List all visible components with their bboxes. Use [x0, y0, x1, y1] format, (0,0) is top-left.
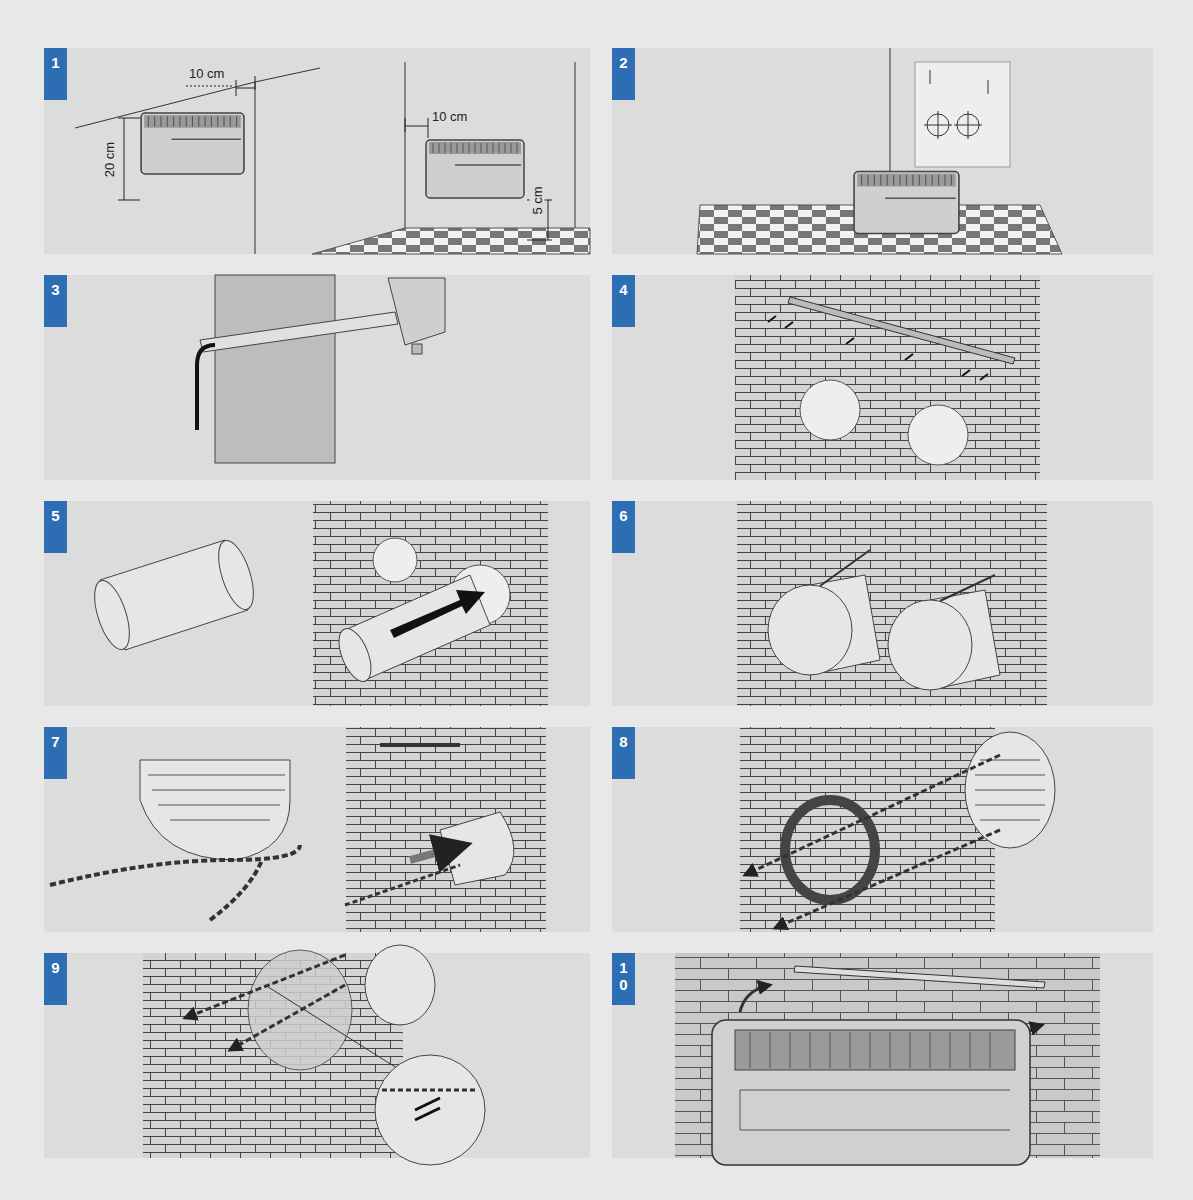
step-badge: 2 [612, 48, 635, 100]
step-badge: 1 [44, 48, 67, 100]
step-badge: 8 [612, 727, 635, 779]
step-number: 7 [51, 733, 59, 750]
step-badge: 3 [44, 275, 67, 327]
step-number: 5 [51, 507, 59, 524]
step-badge: 6 [612, 501, 635, 553]
step-number: 9 [51, 959, 59, 976]
dimension-label: 10 cm [188, 66, 225, 81]
step-badge: 4 [612, 275, 635, 327]
step-badge: 10 [612, 953, 635, 1005]
step-badge: 5 [44, 501, 67, 553]
step-number: 10 [619, 959, 627, 993]
dimension-label: 20 cm [103, 140, 118, 177]
step-badge: 9 [44, 953, 67, 1005]
dimension-label: 10 cm [431, 109, 468, 124]
step-number: 6 [619, 507, 627, 524]
step-number: 2 [619, 54, 627, 71]
step-number: 4 [619, 281, 627, 298]
step-number: 3 [51, 281, 59, 298]
step-badge: 7 [44, 727, 67, 779]
dimension-label: 5 cm [529, 185, 544, 215]
step-number: 8 [619, 733, 627, 750]
step-number: 1 [51, 54, 59, 71]
